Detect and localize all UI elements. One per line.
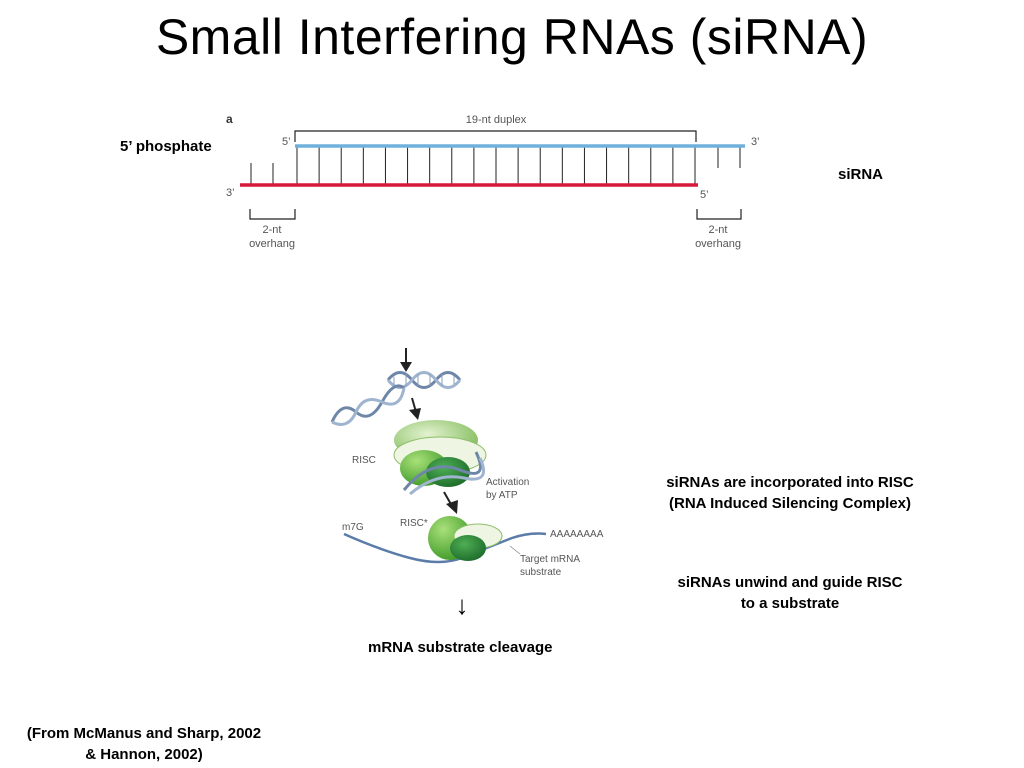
- arrow-3-head: [446, 500, 458, 514]
- bottom-strand-5-end: 5’: [700, 189, 709, 201]
- polya-label: AAAAAAAA: [550, 529, 604, 540]
- activation-label-2: by ATP: [486, 490, 518, 501]
- target-label-2: substrate: [520, 567, 562, 578]
- duplex-label: 19-nt duplex: [466, 114, 527, 126]
- risc-pathway-illustration: RISC Activation by ATP m7G AAAAAAAA RISC…: [330, 348, 604, 578]
- unwind-note: siRNAs unwind and guide RISC to a substr…: [640, 572, 940, 614]
- target-label-1: Target mRNA: [520, 554, 580, 565]
- target-pointer: [509, 545, 521, 555]
- sirna-helix-icon: [330, 384, 406, 426]
- left-overhang-bracket: [249, 209, 296, 220]
- incorporation-note-line-1: siRNAs are incorporated into RISC: [666, 474, 914, 491]
- top-strand-5-end: 5’: [282, 136, 291, 148]
- activated-risc-icon: [428, 516, 503, 561]
- activation-label-1: Activation: [486, 477, 529, 488]
- unwind-note-line-1: siRNAs unwind and guide RISC: [677, 574, 903, 591]
- sirna-duplex-diagram: a 19-nt duplex 5’ 3’ 3’ 5’ 2-nt overhang…: [226, 112, 760, 250]
- m7g-label: m7G: [342, 522, 364, 533]
- left-overhang-label-2: overhang: [249, 238, 295, 250]
- duplex-bracket: [294, 130, 697, 142]
- unwind-note-line-2: to a substrate: [740, 595, 840, 612]
- arrow-2-head: [409, 408, 421, 420]
- citation: (From McManus and Sharp, 2002 & Hannon, …: [0, 723, 288, 765]
- right-overhang-label-1: 2-nt: [709, 224, 728, 236]
- risc-complex-icon: [393, 420, 487, 496]
- citation-line-2: & Hannon, 2002): [85, 746, 203, 763]
- right-overhang-bracket: [696, 209, 742, 220]
- left-overhang-label-1: 2-nt: [263, 224, 282, 236]
- phosphate-label: 5’ phosphate: [120, 138, 212, 155]
- top-strand-3-end: 3’: [751, 136, 760, 148]
- right-overhang-label-2: overhang: [695, 238, 741, 250]
- base-pair-ticks: [250, 146, 741, 185]
- arrow-1-head: [400, 362, 412, 372]
- incorporation-note-line-2: (RNA Induced Silencing Complex): [669, 495, 911, 512]
- incorporation-note: siRNAs are incorporated into RISC (RNA I…: [640, 472, 940, 514]
- panel-label: a: [226, 112, 233, 126]
- risc-label: RISC: [352, 455, 376, 466]
- page-title: Small Interfering RNAs (siRNA): [155, 9, 869, 65]
- cleavage-arrow: ↓: [455, 590, 469, 620]
- bottom-strand-3-end: 3’: [226, 187, 235, 199]
- risc-star-label: RISC*: [400, 518, 428, 529]
- cleavage-label: mRNA substrate cleavage: [368, 639, 553, 656]
- citation-line-1: (From McManus and Sharp, 2002: [26, 725, 262, 742]
- sirna-label: siRNA: [838, 166, 884, 183]
